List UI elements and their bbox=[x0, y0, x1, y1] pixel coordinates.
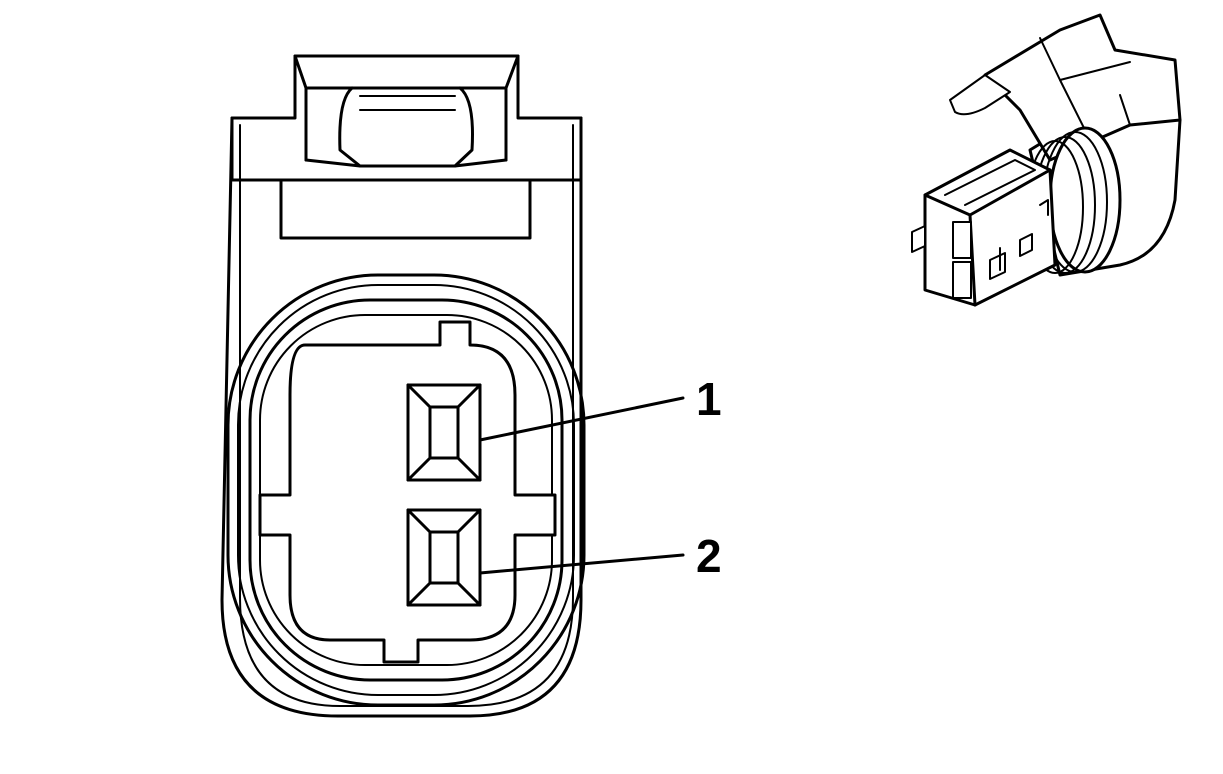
callout-label-1: 1 bbox=[696, 373, 722, 425]
terminal-cavity-1 bbox=[406, 383, 482, 482]
callout-leader-1 bbox=[478, 396, 685, 442]
connector-face-icon bbox=[220, 54, 586, 718]
connector-isometric-icon bbox=[911, 13, 1182, 307]
callout-leader-2 bbox=[478, 553, 685, 575]
callout-label-2: 2 bbox=[696, 530, 722, 582]
terminal-cavity-2 bbox=[406, 508, 482, 607]
